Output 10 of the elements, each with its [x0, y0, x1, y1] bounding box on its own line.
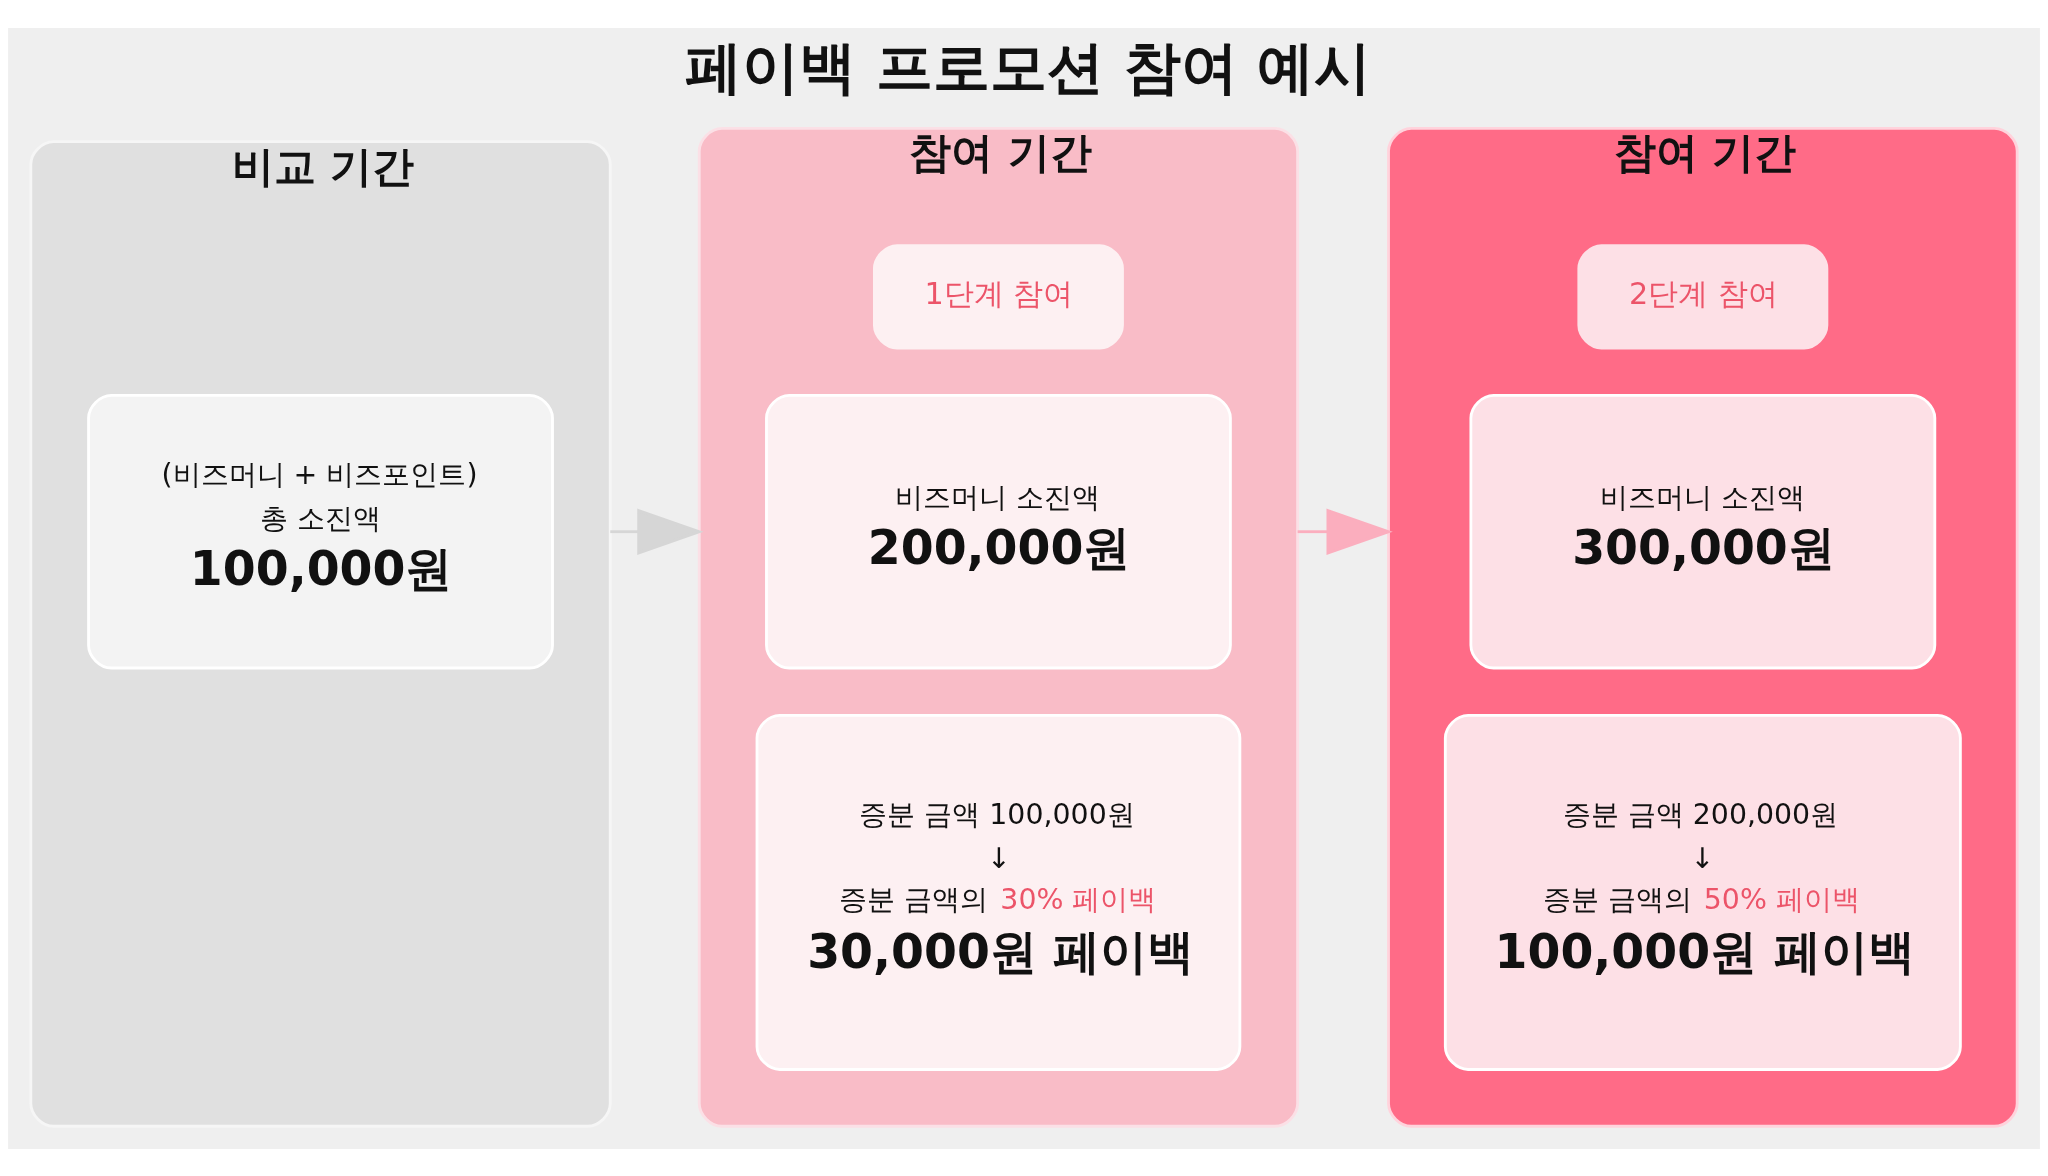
node-box: 2단계 참여 [1577, 243, 1829, 349]
node-box: 비즈머니 소진액 200,000원 [765, 393, 1232, 669]
arrow [1297, 507, 1393, 555]
diagram-title: 페이백 프로모션 참여 예시 [685, 33, 1372, 100]
node-box: 비즈머니 소진액 300,000원 [1469, 393, 1937, 669]
node-box: 1단계 참여 [873, 243, 1124, 349]
arrow [610, 507, 704, 555]
node-box: (비즈머니 + 비즈포인트) 총 소진액 100,000원 [87, 393, 554, 669]
node-box: 증분 금액 200,000원 ↓ 증분 금액의 50% 페이백 100,000원 페이백 [1443, 713, 1962, 1071]
node-box: 증분 금액 100,000원 ↓ 증분 금액의 30% 페이백 30,000원 페이백 [755, 713, 1242, 1071]
